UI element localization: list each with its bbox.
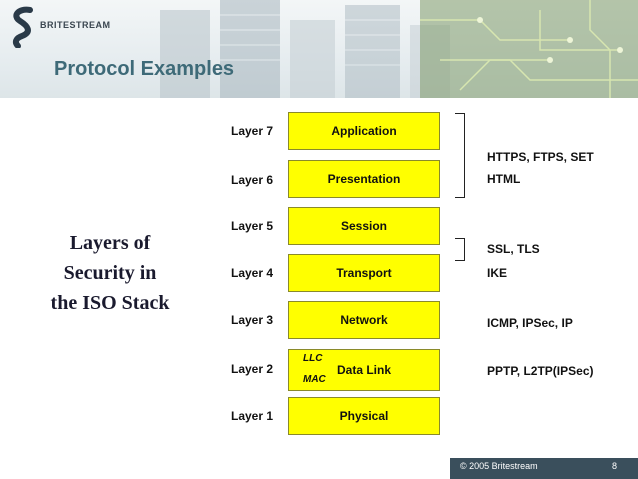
layer-box-network: Network (288, 301, 440, 339)
mac-sublabel: MAC (303, 374, 326, 385)
layer-label: Layer 7 (231, 124, 274, 138)
layer-name: Presentation (327, 172, 401, 186)
layer-label: Layer 5 (231, 219, 274, 233)
layer-box-transport: Transport (288, 254, 440, 292)
britestream-logo-icon (12, 6, 33, 48)
layer-label: Layer 1 (231, 409, 274, 423)
layer-box-session: Session (288, 207, 440, 245)
bracket-middle (455, 238, 465, 261)
protocol-html: HTML (487, 172, 521, 186)
header-banner: BRITESTREAM Protocol Examples (0, 0, 638, 98)
bracket-upper (455, 113, 465, 198)
layer-name: Physical (339, 409, 389, 423)
page-number: 8 (612, 461, 618, 471)
protocol-datalink: PPTP, L2TP(IPSec) (487, 364, 594, 378)
side-caption-line: Security in (63, 262, 157, 284)
layer-label: Layer 4 (231, 266, 274, 280)
copyright-text: © 2005 Britestream (460, 461, 538, 471)
protocol-ike: IKE (487, 266, 508, 280)
protocol-ssl: SSL, TLS (487, 242, 540, 256)
layer-label: Layer 6 (231, 173, 274, 187)
side-caption-line: the ISO Stack (50, 292, 170, 314)
layer-label: Layer 3 (231, 313, 274, 327)
layer-box-physical: Physical (288, 397, 440, 435)
circuit-image (420, 0, 638, 98)
layer-name: Application (331, 124, 397, 138)
side-caption-line: Layers of (69, 232, 151, 254)
llc-sublabel: LLC (303, 353, 323, 364)
layer-name: Data Link (336, 363, 391, 377)
layer-name: Transport (336, 266, 392, 280)
protocol-https: HTTPS, FTPS, SET (487, 150, 594, 164)
layer-box-application: Application (288, 112, 440, 150)
footer-bar (450, 458, 638, 479)
layer-name: Network (340, 313, 388, 327)
layer-box-presentation: Presentation (288, 160, 440, 198)
layer-label: Layer 2 (231, 362, 274, 376)
layer-box-data-link: LLC Data Link MAC (288, 349, 440, 391)
brand-name: BRITESTREAM (40, 20, 111, 30)
layer-name: Session (340, 219, 388, 233)
page-title: Protocol Examples (54, 58, 235, 80)
side-caption: Layers of Security in the ISO Stack (40, 228, 180, 318)
protocol-network: ICMP, IPSec, IP (487, 316, 573, 330)
